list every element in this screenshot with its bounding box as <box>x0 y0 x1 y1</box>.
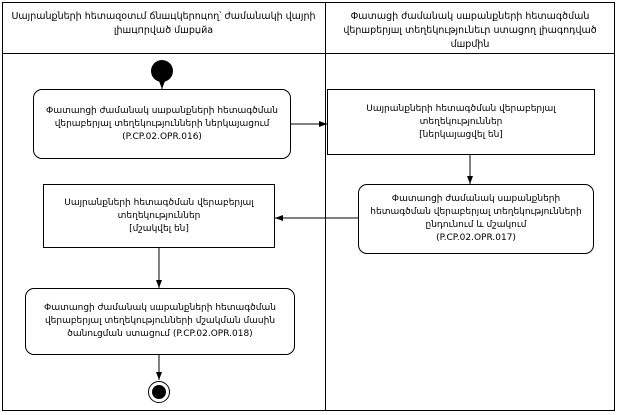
activity-node-receive-process-label: Փատաոցի ժամանակ սшрանքների հետագծման վեր… <box>370 194 582 243</box>
activity-node-submit-info[interactable]: Փատաոցի ժամանակ սшрանքների հետագծման վեր… <box>33 89 291 159</box>
left-lane-header-divider <box>2 53 326 54</box>
diagram-outer-frame <box>2 2 615 411</box>
right-lane-title: Փատացի ժամանակ սшрանքների հետագծման վերш… <box>343 11 597 50</box>
activity-node-receive-notification[interactable]: Փատաոցի ժամանակ սшрանքների հետագծման վեր… <box>25 288 295 355</box>
lane-divider <box>325 2 326 411</box>
right-lane-header-divider <box>326 53 614 54</box>
object-node-info-submitted-label: Սայրանքների հետագծման վերաբերյալ տեղեկու… <box>366 103 556 140</box>
activity-node-submit-info-label: Փատաոցի ժամանակ սшрանքների հետագծման վեր… <box>46 105 278 142</box>
object-node-info-processed[interactable]: Սայրանքների հետագծման վերաբերյալ տեղեկու… <box>43 184 275 248</box>
activity-node-receive-notification-label: Փատաոցի ժամանակ սшрանքների հետագծման վեր… <box>44 303 276 339</box>
object-node-info-submitted[interactable]: Սայրանքների հետագծման վերաբերյալ տեղեկու… <box>327 89 595 155</box>
object-node-info-processed-label: Սայրանքների հետագծման վերաբերյալ տեղեկու… <box>64 197 254 234</box>
start-node <box>151 60 173 82</box>
end-node-inner <box>152 385 166 399</box>
left-lane-title: Սայրանքների հետազօտւմ ճնшцկերոцող՝ ժաման… <box>11 11 316 36</box>
activity-node-receive-process[interactable]: Փատաոցի ժամանակ սшрանքների հետագծման վեր… <box>358 184 594 254</box>
